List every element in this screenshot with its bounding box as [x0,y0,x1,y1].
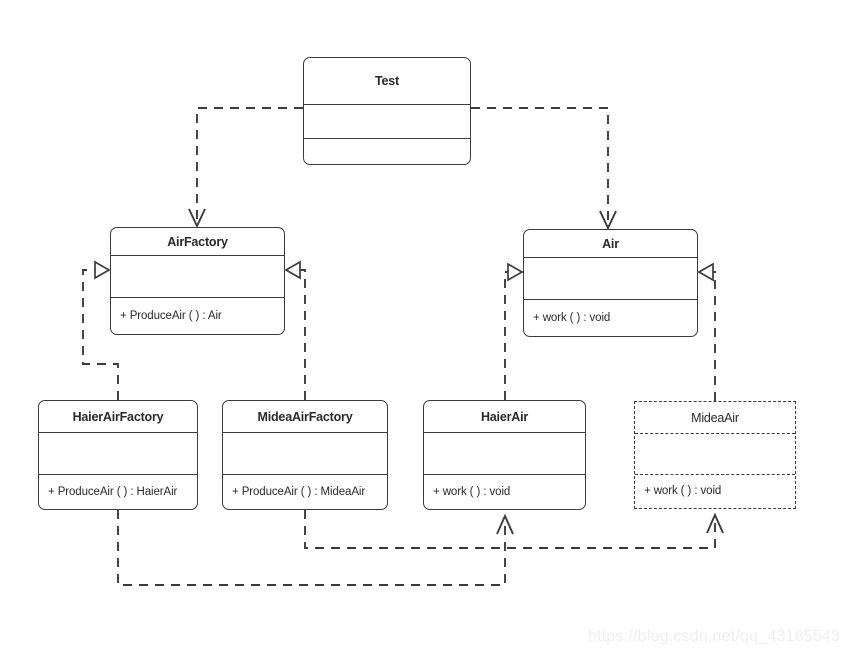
edge-test-to-air [471,107,617,231]
uml-class-mideaairfactory[interactable]: MideaAirFactory + ProduceAir ( ) : Midea… [222,400,388,510]
uml-attributes-test [304,105,470,140]
uml-attributes-haierairfactory [39,433,197,475]
uml-class-name-haierair: HaierAir [424,401,585,434]
uml-class-name-airfactory: AirFactory [111,228,284,257]
edge-test-to-airfactory [188,107,303,229]
uml-class-haierair[interactable]: HaierAir + work ( ) : void [423,400,586,510]
edge-haierair-to-air [504,262,524,400]
uml-class-name-haierairfactory: HaierAirFactory [39,401,197,434]
edge-mideaairfactory-to-airfactory [284,260,306,400]
uml-class-name-air: Air [524,230,697,259]
uml-operations-haierairfactory: + ProduceAir ( ) : HaierAir [48,485,178,498]
uml-attributes-airfactory [111,256,284,298]
uml-attributes-haierair [424,433,585,475]
edge-haierairfactory-to-haierair [117,510,514,586]
uml-class-name-test: Test [304,58,470,106]
uml-attributes-air [524,258,697,300]
edge-mideaair-to-air [697,262,716,401]
uml-class-mideaair[interactable]: MideaAir + work ( ) : void [634,401,796,509]
uml-operations-test [304,139,470,164]
uml-class-name-mideaair: MideaAir [635,402,795,435]
edge-haierairfactory-to-airfactory [82,260,119,400]
uml-attributes-mideaair [635,434,795,475]
uml-operations-air: + work ( ) : void [533,311,611,324]
uml-class-test[interactable]: Test [303,57,471,165]
uml-attributes-mideaairfactory [223,433,387,475]
uml-operations-mideaairfactory: + ProduceAir ( ) : MideaAir [232,485,366,498]
uml-class-haierairfactory[interactable]: HaierAirFactory + ProduceAir ( ) : Haier… [38,400,198,510]
uml-class-name-mideaairfactory: MideaAirFactory [223,401,387,434]
watermark-url: https://blog.csdn.net/qq_43185543 [588,628,841,645]
edge-mideaairfactory-to-mideaair [304,510,724,549]
uml-class-airfactory[interactable]: AirFactory + ProduceAir ( ) : Air [110,227,285,335]
uml-operations-mideaair: + work ( ) : void [644,485,722,498]
uml-operations-airfactory: + ProduceAir ( ) : Air [120,309,222,322]
uml-operations-haierair: + work ( ) : void [433,485,511,498]
uml-class-air[interactable]: Air + work ( ) : void [523,229,698,337]
